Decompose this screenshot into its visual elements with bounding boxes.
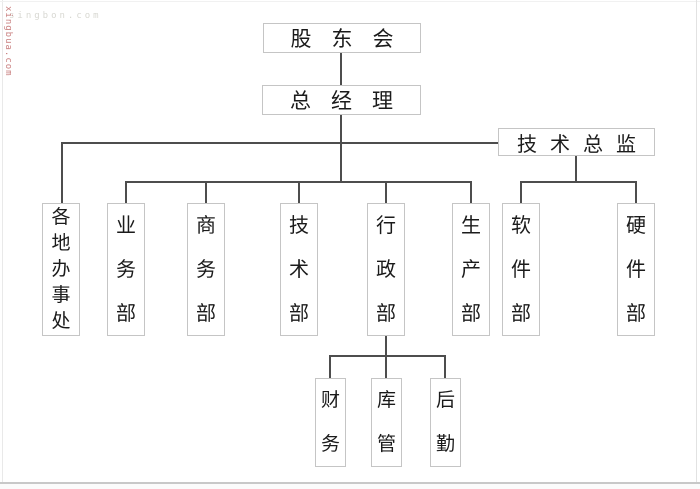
connector-techdir-drop [575, 156, 577, 183]
page-edge-top [0, 1, 700, 2]
page-edge-bottom [0, 482, 700, 484]
connector-drop-production [470, 181, 472, 203]
dept-box-hardware: 硬件部 [617, 203, 655, 336]
connector-drop-logistics [444, 355, 446, 378]
connector-drop-technology [298, 181, 300, 203]
connector-root-to-gm [340, 53, 342, 85]
connector-rail-upper [61, 142, 498, 144]
dept-box-commerce: 商务部 [187, 203, 225, 336]
dept-box-production: 生产部 [452, 203, 490, 336]
box-general-manager-label: 总经理 [290, 89, 413, 113]
sub-box-finance: 财务 [315, 378, 346, 467]
dept-box-software: 软件部 [502, 203, 540, 336]
dept-box-business: 业务部 [107, 203, 145, 336]
connector-rail-techdir [520, 181, 636, 183]
connector-admin-drop [385, 336, 387, 357]
page-edge-bottom-fill [0, 484, 700, 489]
connector-drop-hardware [635, 181, 637, 203]
box-shareholders-meeting-label: 股东会 [290, 27, 414, 51]
page-edge-left [2, 0, 3, 489]
connector-gm-drop [340, 115, 342, 183]
box-shareholders-meeting: 股东会 [263, 23, 421, 53]
sub-box-warehouse: 库管 [371, 378, 402, 467]
sub-box-logistics: 后勤 [430, 378, 461, 467]
box-general-manager: 总经理 [262, 85, 421, 115]
dept-box-admin: 行政部 [367, 203, 405, 336]
connector-drop-software [520, 181, 522, 203]
connector-rail-admin [329, 355, 446, 357]
connector-drop-admin [385, 181, 387, 203]
connector-drop-business [125, 181, 127, 203]
connector-drop-commerce [205, 181, 207, 203]
dept-box-technology: 技术部 [280, 203, 318, 336]
dept-box-regional-offices: 各地办事处 [42, 203, 80, 336]
connector-drop-finance [329, 355, 331, 378]
page-edge-right [696, 0, 697, 489]
watermark-top-left: singbon.com [9, 11, 102, 21]
watermark-left-edge: xingbua.com [3, 6, 13, 77]
connector-drop-regional-offices [61, 142, 63, 203]
box-tech-director: 技术总监 [498, 128, 655, 156]
connector-drop-warehouse [385, 355, 387, 378]
box-tech-director-label: 技术总监 [517, 133, 649, 156]
